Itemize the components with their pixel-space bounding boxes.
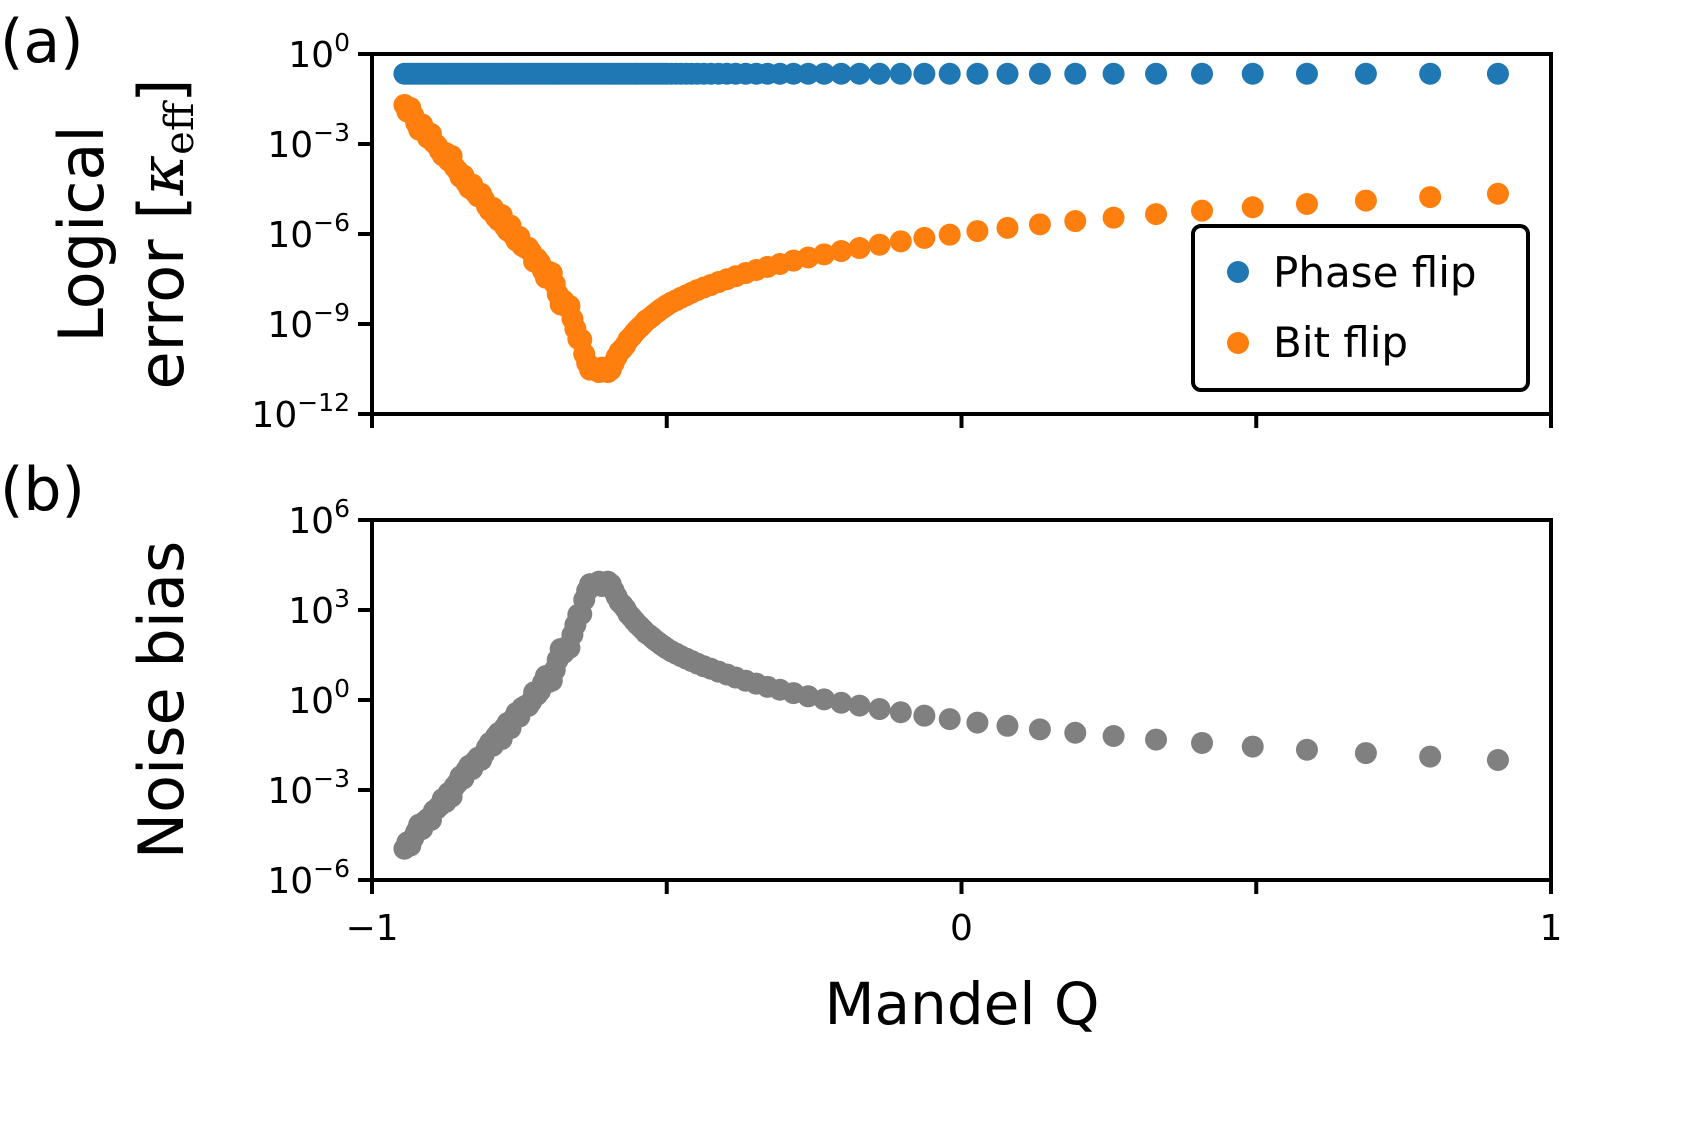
- noise-bias-point: [913, 704, 936, 727]
- panel-a-y-ticks: 100 10−3 10−6 10−9 10−12: [251, 28, 372, 436]
- panel-a: (a) 100 10−3 10−6 10−9 10−12 Logical error […: [0, 7, 1553, 436]
- bit-flip-point: [1064, 210, 1087, 233]
- phase-flip-point: [868, 62, 891, 85]
- phase-flip-point: [1295, 62, 1318, 85]
- phase-flip-point: [1191, 62, 1214, 85]
- noise-bias-point: [889, 701, 912, 724]
- y-tick-label: 10−3: [267, 764, 350, 812]
- x-tick-label: −1: [345, 908, 398, 949]
- panel-a-ylabel-line1: Logical: [45, 125, 118, 342]
- legend-label-phase-flip: Phase flip: [1273, 248, 1477, 297]
- bit-flip-point: [1419, 186, 1442, 209]
- bit-flip-point: [1241, 196, 1264, 219]
- noise-bias-point: [1354, 742, 1377, 765]
- y-tick-label: 10−3: [267, 118, 350, 166]
- panel-b-ylabel: Noise bias: [125, 541, 198, 860]
- phase-flip-point: [1419, 62, 1442, 85]
- phase-flip-point: [848, 62, 871, 85]
- panel-a-points: [393, 62, 1509, 384]
- legend: Phase flip Bit flip: [1191, 224, 1530, 392]
- bit-flip-point: [1354, 189, 1377, 212]
- ylabel-close-bracket: ]: [125, 79, 198, 103]
- bit-flip-point: [966, 220, 989, 243]
- panel-b-x-ticks: −1 0 1: [345, 880, 1562, 949]
- phase-flip-point: [830, 62, 853, 85]
- noise-bias-point: [1419, 745, 1442, 768]
- phase-flip-point: [1102, 62, 1125, 85]
- legend-box: [1191, 224, 1530, 392]
- noise-bias-point: [1295, 738, 1318, 761]
- x-tick-label: 1: [1540, 908, 1563, 949]
- noise-bias-point: [1241, 735, 1264, 758]
- bit-flip-point: [889, 230, 912, 253]
- noise-bias-point: [1028, 718, 1051, 741]
- panel-b-points: [393, 570, 1509, 860]
- noise-bias-point: [966, 711, 989, 734]
- noise-bias-point: [996, 714, 1019, 737]
- y-tick-label: 10−12: [251, 388, 350, 436]
- panel-b: (b) 106 103 100 10−3 10−6 −1 0 1 Noise bias Ma…: [0, 455, 1562, 1038]
- phase-flip-point: [996, 62, 1019, 85]
- kappa-subscript: eff: [157, 100, 203, 155]
- bit-flip-point: [938, 223, 961, 246]
- bit-flip-point: [830, 240, 853, 263]
- noise-bias-point: [1064, 721, 1087, 744]
- panel-b-plot-frame: [370, 518, 1553, 882]
- phase-flip-point: [1028, 62, 1051, 85]
- phase-flip-point: [966, 62, 989, 85]
- panel-a-ylabel-line2: error [κeff]: [125, 79, 203, 390]
- phase-flip-point: [1145, 62, 1168, 85]
- kappa-symbol: κ: [125, 155, 198, 197]
- phase-flip-point: [889, 62, 912, 85]
- noise-bias-point: [813, 688, 836, 711]
- phase-flip-point: [938, 62, 961, 85]
- bit-flip-point: [813, 243, 836, 266]
- noise-bias-point: [1486, 749, 1509, 771]
- bit-flip-point: [1028, 213, 1051, 236]
- bit-flip-point: [1486, 182, 1509, 205]
- x-tick-label: 0: [950, 908, 973, 949]
- phase-flip-point: [797, 62, 820, 85]
- legend-marker-phase-flip: [1227, 261, 1249, 283]
- y-tick-label: 10−6: [267, 208, 350, 256]
- noise-bias-point: [938, 708, 961, 731]
- legend-marker-bit-flip: [1227, 332, 1249, 354]
- panel-b-label: (b): [0, 455, 85, 525]
- phase-flip-point: [813, 62, 836, 85]
- bit-flip-point: [913, 226, 936, 249]
- phase-flip-point: [1354, 62, 1377, 85]
- bit-flip-point: [868, 233, 891, 256]
- y-tick-label: 100: [288, 674, 350, 722]
- noise-bias-point: [1145, 728, 1168, 751]
- bit-flip-point: [1191, 199, 1214, 222]
- bit-flip-point: [1295, 193, 1318, 215]
- y-tick-label: 10−9: [267, 298, 350, 346]
- ylabel-error-text: error [: [125, 195, 198, 389]
- panel-a-x-ticks: [370, 414, 1553, 428]
- y-tick-label: 103: [288, 584, 350, 632]
- phase-flip-point: [1486, 62, 1509, 85]
- phase-flip-point: [913, 62, 936, 85]
- y-tick-label: 106: [288, 494, 350, 542]
- panel-a-plot-frame: [370, 52, 1553, 416]
- y-tick-label: 10−6: [267, 854, 350, 902]
- bit-flip-point: [848, 237, 871, 260]
- bit-flip-point: [1145, 203, 1168, 226]
- legend-label-bit-flip: Bit flip: [1273, 318, 1408, 367]
- y-tick-label: 100: [288, 28, 350, 76]
- bit-flip-point: [996, 216, 1019, 239]
- noise-bias-point: [1191, 731, 1214, 754]
- phase-flip-point: [1064, 62, 1087, 85]
- noise-bias-point: [868, 698, 891, 721]
- panel-a-label: (a): [0, 7, 84, 77]
- noise-bias-point: [830, 691, 853, 714]
- noise-bias-point: [1102, 725, 1125, 748]
- panel-b-y-ticks: 106 103 100 10−3 10−6: [267, 494, 372, 902]
- bit-flip-point: [1102, 206, 1125, 229]
- noise-bias-point: [848, 694, 871, 717]
- phase-flip-point: [1241, 62, 1264, 85]
- panel-b-xlabel: Mandel Q: [824, 970, 1099, 1038]
